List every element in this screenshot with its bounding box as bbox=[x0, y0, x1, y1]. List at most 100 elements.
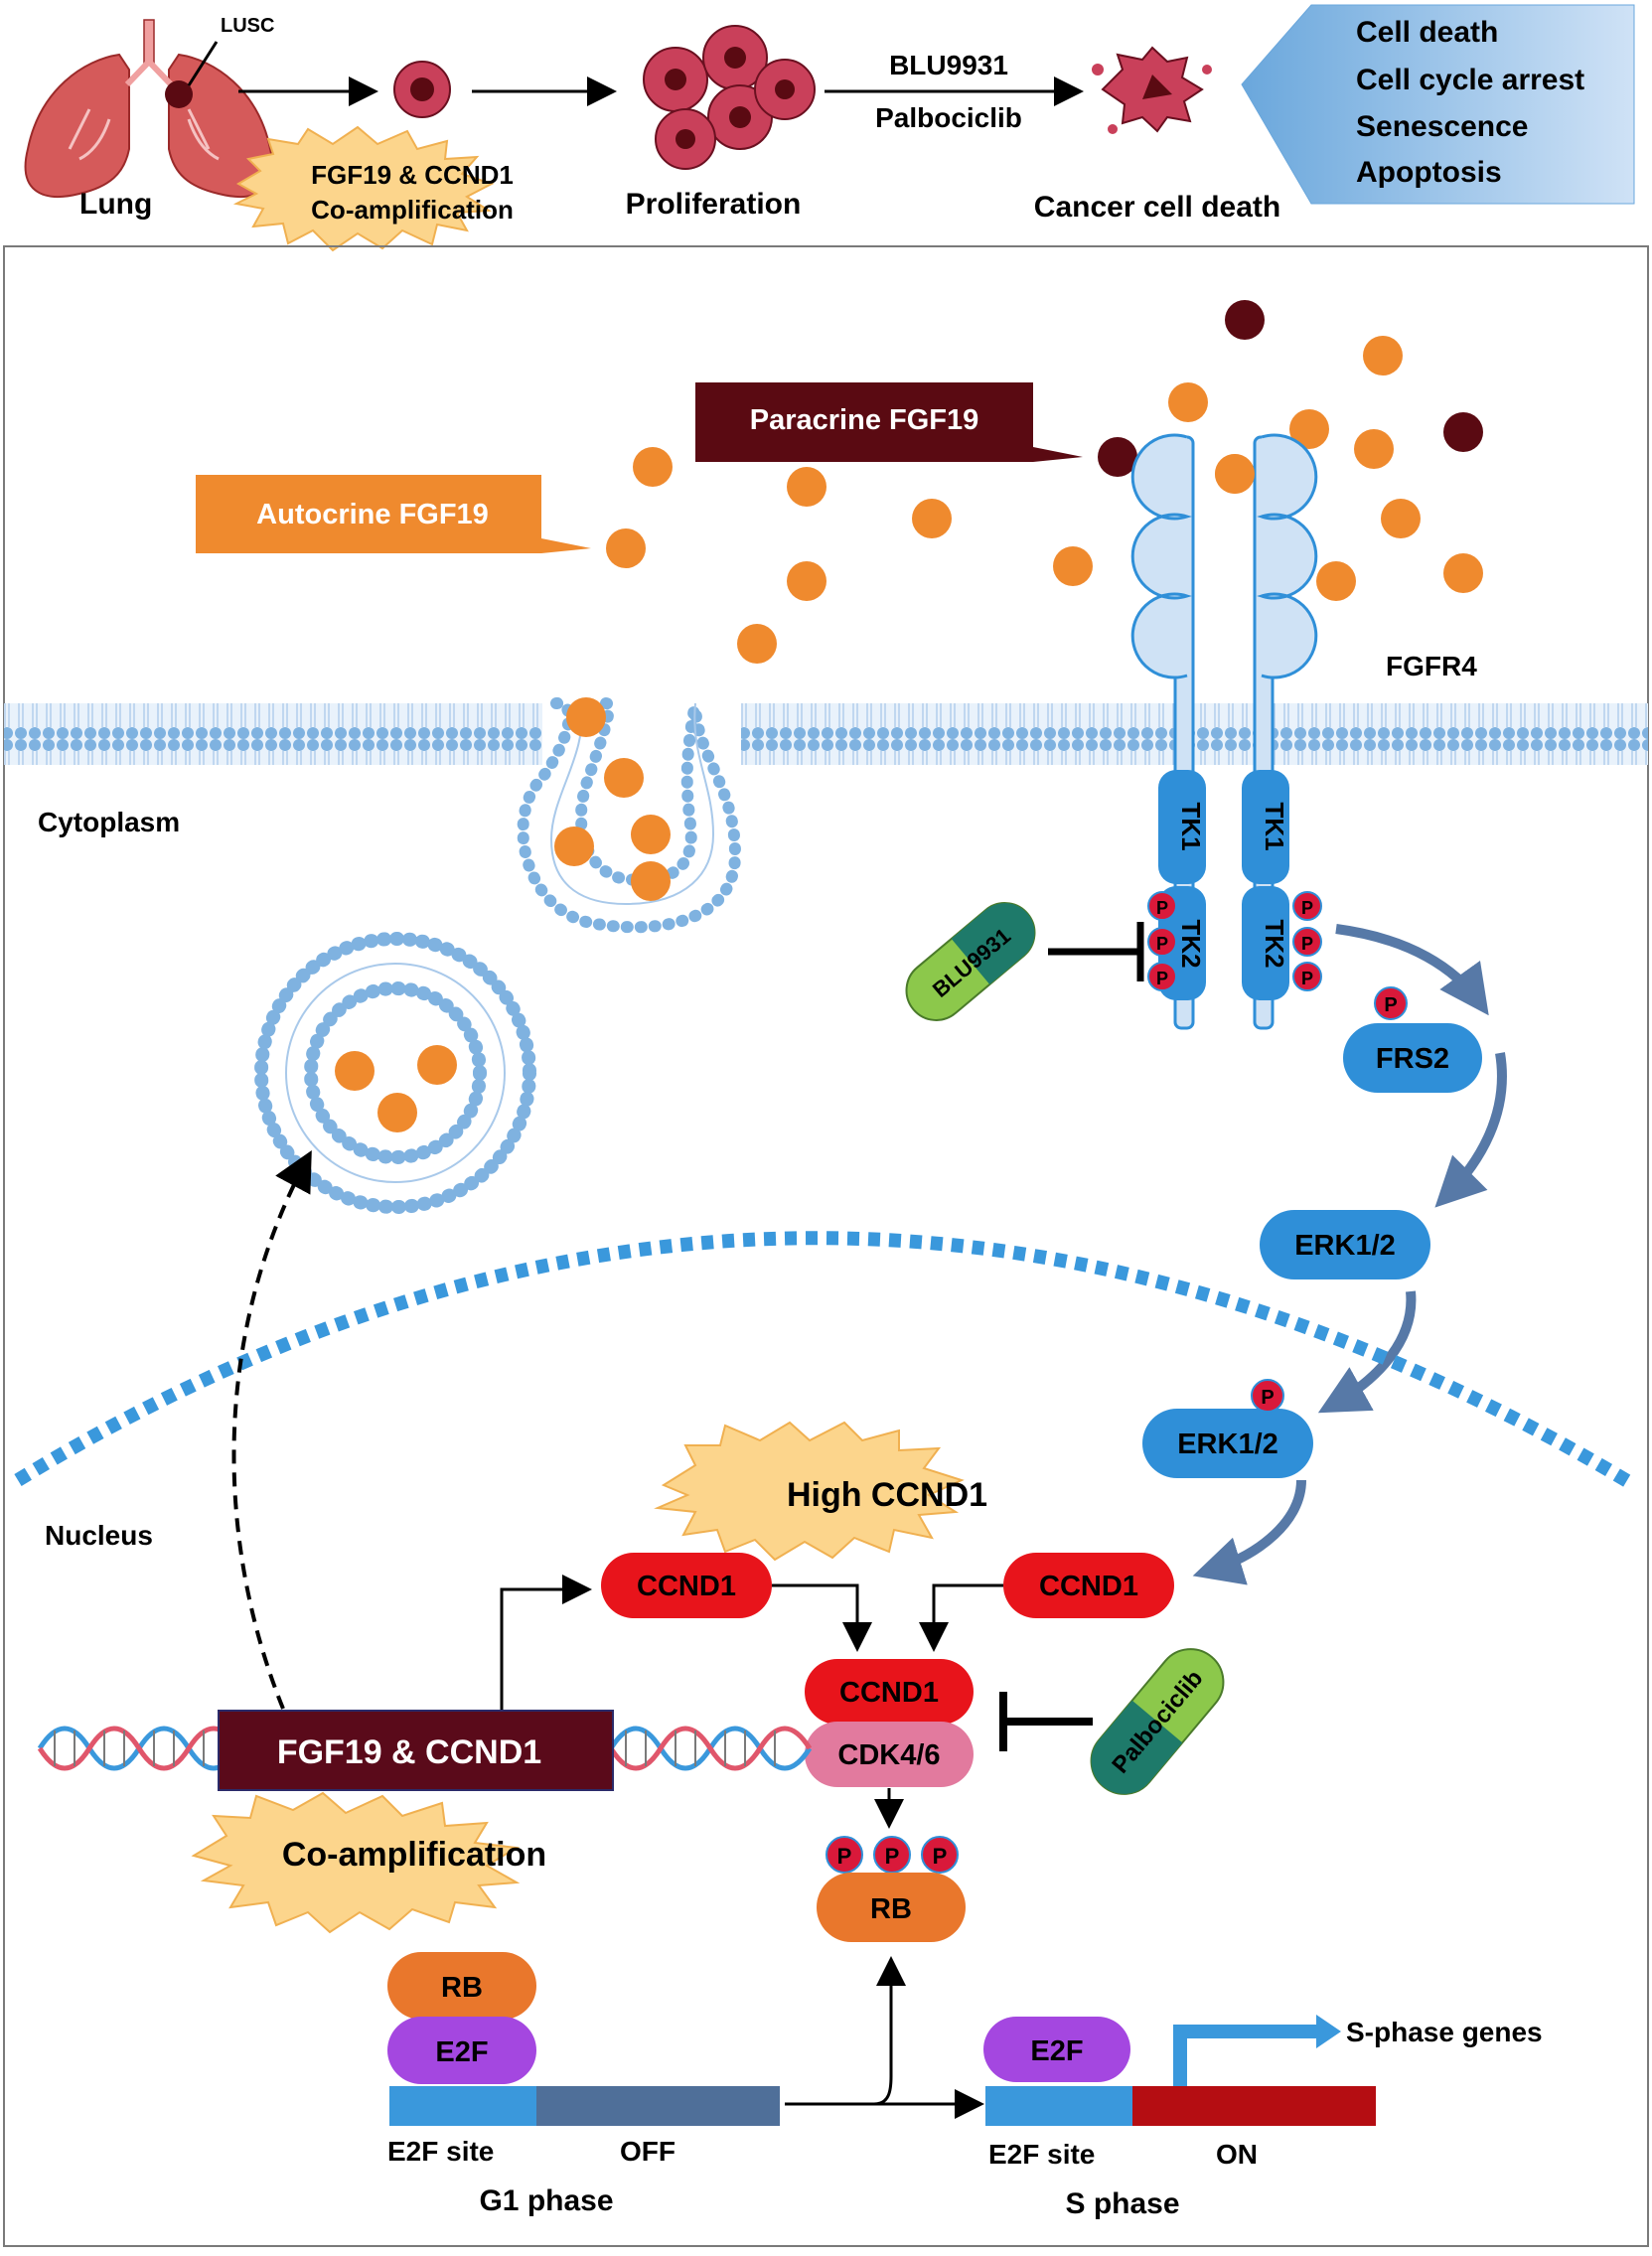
proliferation-label: Proliferation bbox=[626, 188, 802, 221]
transcription-arrowhead bbox=[1316, 2015, 1341, 2048]
top-coamp-line2: Co-amplification bbox=[311, 195, 514, 225]
e2f-site-label-g1: E2F site bbox=[387, 2136, 494, 2167]
transition-arrows bbox=[785, 1956, 984, 2119]
ccnd1-label-right: CCND1 bbox=[1039, 1571, 1138, 1602]
outcome-senescence: Senescence bbox=[1356, 110, 1528, 143]
autocrine-label: Autocrine FGF19 bbox=[256, 499, 489, 530]
autocrine-callout bbox=[196, 475, 591, 553]
fgfr4-label: FGFR4 bbox=[1386, 651, 1477, 681]
receptor-phospho-right bbox=[1292, 891, 1322, 991]
s-phase-label: S phase bbox=[1065, 2187, 1179, 2220]
coamp-label: Co-amplification bbox=[282, 1836, 546, 1874]
palbociclib-pill bbox=[1090, 1648, 1225, 1795]
tumor-cell-icon bbox=[393, 61, 451, 118]
p-label: P bbox=[885, 1844, 900, 1869]
s-phase-genes-label: S-phase genes bbox=[1346, 2017, 1543, 2047]
p-label: P bbox=[1301, 934, 1313, 954]
cancer-death-label: Cancer cell death bbox=[1034, 191, 1280, 224]
outcome-apoptosis: Apoptosis bbox=[1356, 156, 1502, 189]
receptor-phospho-left bbox=[1147, 891, 1177, 991]
e2f-node-s bbox=[983, 2017, 1130, 2082]
dead-cell-icon bbox=[1092, 46, 1212, 134]
p-label: P bbox=[933, 1844, 948, 1869]
e2f-node-g1 bbox=[387, 2017, 536, 2084]
tk2-right-label: TK2 bbox=[1260, 919, 1289, 968]
top-coamp-star bbox=[232, 125, 495, 252]
erk-phospho bbox=[1251, 1379, 1284, 1413]
coamp-star bbox=[191, 1791, 521, 1934]
lung-label: Lung bbox=[79, 188, 152, 221]
g1-label: G1 phase bbox=[479, 2184, 613, 2217]
gene-box bbox=[218, 1710, 614, 1791]
paracrine-callout bbox=[695, 382, 1083, 462]
rb-phospho bbox=[826, 1836, 959, 1874]
complex-cdk46 bbox=[805, 1722, 974, 1787]
p-label: P bbox=[1156, 898, 1168, 918]
tk1-right-label: TK1 bbox=[1260, 802, 1289, 850]
nuclear-envelope bbox=[14, 1231, 1638, 1492]
off-label: OFF bbox=[620, 2136, 676, 2167]
frs2-phospho bbox=[1374, 986, 1408, 1020]
outcome-cell-death: Cell death bbox=[1356, 16, 1498, 49]
prb-node bbox=[817, 1873, 966, 1942]
high-ccnd1-label: High CCND1 bbox=[787, 1476, 987, 1514]
vesicle bbox=[254, 932, 536, 1214]
p-label: P bbox=[1261, 1387, 1274, 1409]
dashed-secretion-arrow bbox=[231, 1149, 312, 1710]
dna-helix-right bbox=[608, 1726, 813, 1771]
gene-on-s bbox=[1132, 2086, 1376, 2126]
blu9931-inhibition bbox=[1048, 922, 1144, 981]
tk1-left-label: TK1 bbox=[1176, 802, 1206, 850]
erk-node-2 bbox=[1142, 1409, 1313, 1478]
e2f-site-s bbox=[985, 2086, 1132, 2126]
top-drug-palbociclib: Palbociclib bbox=[875, 102, 1022, 133]
nucleus-label: Nucleus bbox=[45, 1520, 153, 1551]
lusc-label: LUSC bbox=[221, 15, 274, 37]
outcomes-banner bbox=[1241, 4, 1635, 205]
rb-node bbox=[387, 1952, 536, 2020]
erk-node-1 bbox=[1260, 1210, 1430, 1279]
p-label: P bbox=[1384, 994, 1397, 1016]
gene-label: FGF19 & CCND1 bbox=[277, 1733, 541, 1771]
e2f-label-s: E2F bbox=[1030, 2035, 1083, 2067]
p-label: P bbox=[1301, 898, 1313, 918]
e2f-label-g1: E2F bbox=[435, 2036, 488, 2068]
top-drug-blu9931: BLU9931 bbox=[889, 50, 1008, 80]
cdk46-label: CDK4/6 bbox=[837, 1739, 940, 1771]
transcription-arrow bbox=[1173, 2025, 1321, 2086]
e2f-site-label-s: E2F site bbox=[988, 2139, 1095, 2170]
ccnd1-label-left: CCND1 bbox=[637, 1571, 736, 1602]
top-coamp-line1: FGF19 & CCND1 bbox=[311, 160, 514, 190]
prb-label: RB bbox=[870, 1893, 912, 1925]
e2f-site-g1 bbox=[389, 2086, 536, 2126]
ccnd1-node-right bbox=[1003, 1553, 1174, 1618]
ccnd1-arrows bbox=[500, 1575, 1003, 1829]
proliferation-cluster-icon bbox=[643, 25, 816, 170]
rb-label: RB bbox=[441, 1972, 483, 2004]
p-label: P bbox=[1156, 934, 1168, 954]
p-label: P bbox=[1156, 969, 1168, 988]
plasma-membrane bbox=[4, 703, 1648, 765]
complex-ccnd1 bbox=[805, 1659, 974, 1725]
ccnd1-node-left bbox=[601, 1553, 772, 1618]
lung-illustration bbox=[24, 19, 274, 198]
complex-ccnd1-label: CCND1 bbox=[839, 1677, 939, 1709]
on-label: ON bbox=[1216, 2139, 1258, 2170]
erk-label-2: ERK1/2 bbox=[1177, 1429, 1278, 1460]
frs2-node bbox=[1343, 1023, 1482, 1093]
erk-label-1: ERK1/2 bbox=[1294, 1230, 1396, 1262]
bound-ligand bbox=[1215, 454, 1255, 494]
outcome-cell-cycle-arrest: Cell cycle arrest bbox=[1356, 64, 1584, 96]
fgf19-ligands bbox=[606, 300, 1483, 664]
paracrine-label: Paracrine FGF19 bbox=[750, 404, 979, 436]
cytoplasm-label: Cytoplasm bbox=[38, 807, 180, 837]
signal-arrows bbox=[1192, 924, 1507, 1585]
main-panel-frame bbox=[3, 245, 1649, 2247]
palbociclib-inhibition bbox=[999, 1692, 1093, 1751]
tk2-left-label: TK2 bbox=[1176, 919, 1206, 968]
endocytic-pit bbox=[517, 695, 742, 934]
blu9931-pill bbox=[905, 902, 1036, 1021]
gene-off-g1 bbox=[536, 2086, 780, 2126]
